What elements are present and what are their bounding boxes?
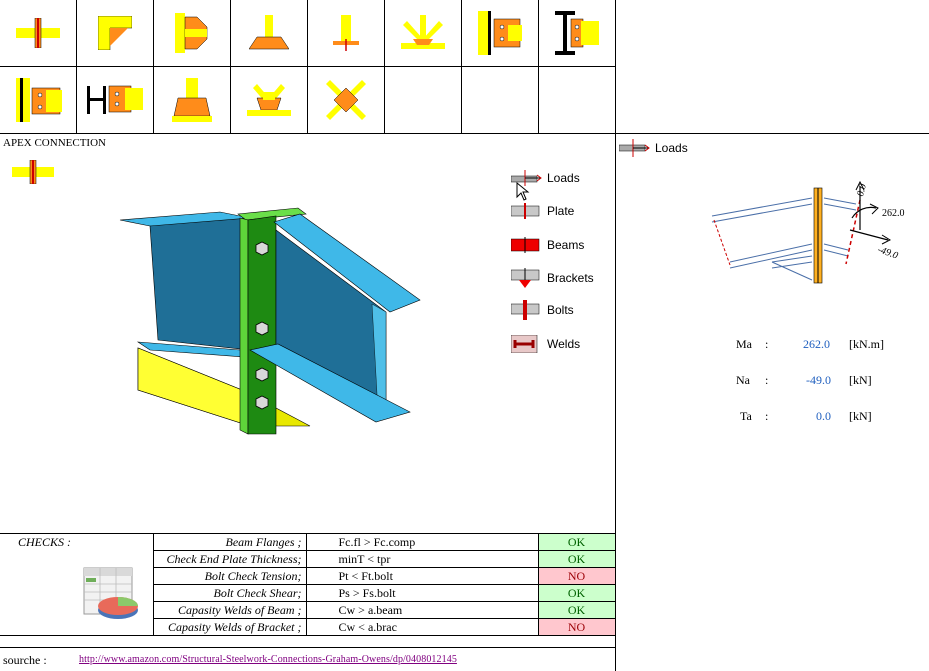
value-number: 0.0 [816,409,831,423]
value-number: -49.0 [806,373,831,387]
check-label: Bolt Check Tension; [152,567,307,585]
column-base-plate-icon[interactable] [154,67,231,134]
welds-icon [511,335,538,353]
legend-brackets-label: Brackets [547,271,594,285]
bracing-fan-icon[interactable] [385,0,462,67]
legend-plate-label: Plate [547,204,575,218]
end-plate-flange-icon[interactable] [0,67,77,134]
loads-icon [511,170,542,186]
end-plate-web-icon[interactable] [77,67,154,134]
value-unit: [kN] [849,373,872,387]
beams-icon [511,237,540,253]
check-result: NO [537,567,616,585]
check-result: OK [537,533,616,551]
section-title: APEX CONNECTION [3,137,106,149]
connection-3d-model [110,200,430,444]
legend-welds-label: Welds [547,337,581,351]
check-condition: Cw < a.brac [305,618,539,636]
legend-loads-label: Loads [547,171,580,185]
check-label: Check End Plate Thickness; [152,550,307,568]
gusset-base-icon[interactable] [231,67,308,134]
check-condition: minT < tpr [305,550,539,568]
legend-plate[interactable]: Plate [511,203,574,219]
plate-icon [511,203,540,219]
value-name: Ta [740,409,752,423]
check-label: Capasity Welds of Bracket ; [152,618,307,636]
panel-divider [615,0,616,671]
check-condition: Ps > Fs.bolt [305,584,539,602]
value-sep: : [765,373,769,387]
checks-table: CHECKS : Beam Flanges ; Fc.fl > Fc.comp … [0,533,616,636]
check-condition: Fc.fl > Fc.comp [305,533,539,551]
apex-connection-icon[interactable] [0,0,77,67]
legend-bolts[interactable]: Bolts [511,300,574,320]
header-divider [615,133,929,134]
source-divider [0,647,615,648]
legend-bolts-label: Bolts [547,303,574,317]
legend-beams-label: Beams [547,238,585,252]
value-number: 262.0 [803,337,830,351]
right-loads-label: Loads [655,141,688,155]
legend-brackets[interactable]: Brackets [511,268,594,288]
checks-header: CHECKS : [18,535,72,549]
check-result: OK [537,550,616,568]
table-row: Capasity Welds of Bracket ; Cw < a.brac … [0,618,616,636]
apex-small-icon [12,159,54,188]
source-label: sourche : [3,653,47,667]
loads-icon [619,139,650,157]
beam-column-flange-icon[interactable] [462,0,539,67]
beam-column-web-icon[interactable] [539,0,616,67]
check-result: OK [537,601,616,619]
table-row: Capasity Welds of Beam ; Cw > a.beam OK [0,601,616,619]
check-label: Beam Flanges ; [152,533,307,551]
check-result: OK [537,584,616,602]
value-unit: [kN.m] [849,337,884,351]
empty-grid-cell-1 [385,67,462,134]
legend-beams[interactable]: Beams [511,237,584,253]
cross-bracing-icon[interactable] [308,67,385,134]
beam-column-cap-icon[interactable] [154,0,231,67]
check-label: Capasity Welds of Beam ; [152,601,307,619]
diagram-label-moment: 262.0 [882,208,905,219]
source-link[interactable]: http://www.amazon.com/Structural-Steelwo… [79,654,457,665]
empty-grid-cell-3 [539,67,616,134]
knee-connection-icon[interactable] [77,0,154,67]
empty-grid-cell-2 [462,67,539,134]
table-row: CHECKS : Beam Flanges ; Fc.fl > Fc.comp … [0,533,616,636]
check-result: NO [537,618,616,636]
value-sep: : [765,337,769,351]
spreadsheet-chart-icon [83,567,138,619]
value-unit: [kN] [849,409,872,423]
column-base-icon[interactable] [231,0,308,67]
splice-plate-icon[interactable] [308,0,385,67]
legend-welds[interactable]: Welds [511,335,580,353]
diagram-label-axial: -49.0 [876,244,899,261]
checks-header-cell: CHECKS : [0,533,154,636]
value-name: Ma [736,337,752,351]
diagram-label-top: 0.0 [855,183,869,198]
brackets-icon [511,268,540,288]
check-condition: Cw > a.beam [305,601,539,619]
right-loads-header[interactable]: Loads [619,139,688,157]
mouse-cursor-icon [516,181,530,206]
check-label: Bolt Check Shear; [152,584,307,602]
check-condition: Pt < Ft.bolt [305,567,539,585]
loads-diagram: 0.0 262.0 -49.0 [700,170,920,304]
value-sep: : [765,409,769,423]
bolts-icon [511,300,540,320]
legend-loads[interactable]: Loads [511,170,580,186]
value-name: Na [736,373,750,387]
